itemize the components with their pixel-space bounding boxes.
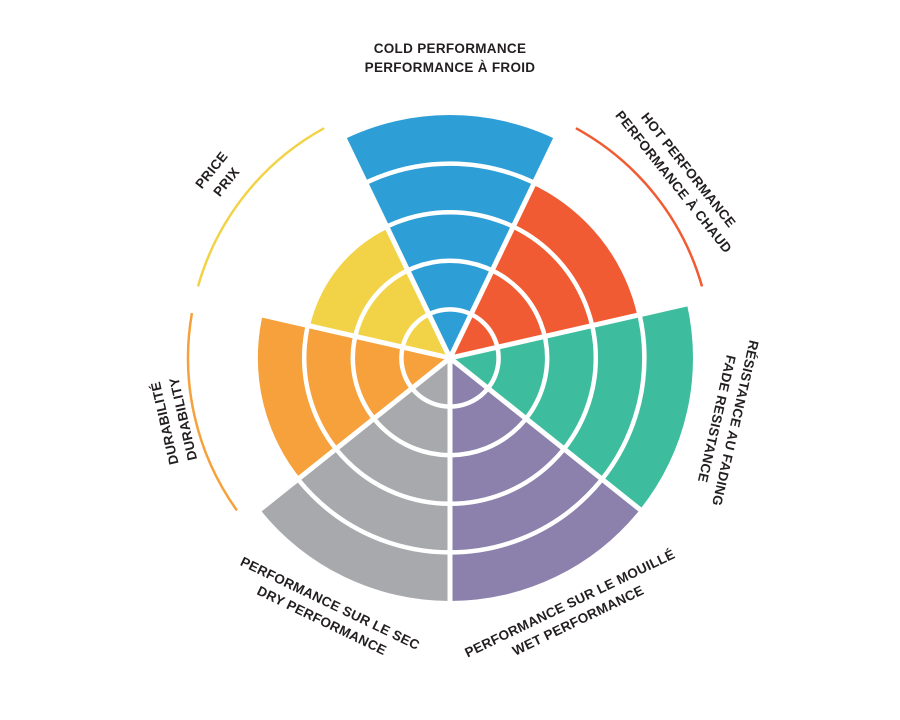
label-cold-performance-fr: PERFORMANCE À FROID <box>364 60 536 75</box>
wedge-cold-performance <box>344 115 556 358</box>
segment-separator <box>251 356 452 518</box>
full-scale-arc-price <box>196 127 325 287</box>
segment-separator <box>447 129 562 360</box>
wedge-fade-resistance <box>450 303 694 510</box>
segment-separator <box>203 299 451 361</box>
label-cold-performance: COLD PERFORMANCE PERFORMANCE À FROID <box>365 39 536 77</box>
label-cold-performance-en: COLD PERFORMANCE <box>373 41 527 56</box>
segment-separator <box>448 356 649 518</box>
segment-separator <box>338 129 453 360</box>
wedge-dry-performance <box>260 358 450 601</box>
full-scale-arc-hot-performance <box>575 127 704 287</box>
wedge-wet-performance <box>450 358 640 602</box>
full-scale-arc-durability <box>186 312 238 512</box>
segment-separator <box>449 299 697 361</box>
